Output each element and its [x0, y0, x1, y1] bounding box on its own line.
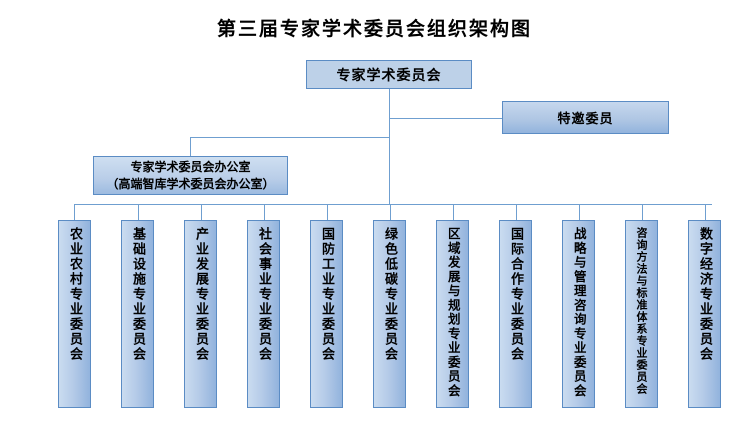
- connector-drop-11: [705, 204, 706, 220]
- connector-drop-8: [516, 204, 517, 220]
- connector-drop-1: [74, 204, 75, 220]
- node-invited-members[interactable]: 特邀委员: [502, 101, 669, 134]
- node-committee-label: 产业发展专业委员会: [193, 227, 208, 362]
- node-root-label: 专家学术委员会: [336, 67, 442, 84]
- node-committee-office[interactable]: 专家学术委员会办公室 （高端智库学术委员会办公室）: [93, 156, 288, 195]
- connector-committee-bus: [74, 204, 712, 205]
- node-committee-digital-economy[interactable]: 数字经济专业委员会: [688, 220, 721, 408]
- node-committee-label: 国防工业专业委员会: [319, 227, 334, 362]
- node-committee-green-low-carbon[interactable]: 绿色低碳专业委员会: [373, 220, 406, 408]
- node-committee-infrastructure[interactable]: 基础设施专业委员会: [121, 220, 154, 408]
- node-committee-label: 战略与管理咨询专业委员会: [571, 227, 587, 398]
- node-root-committee[interactable]: 专家学术委员会: [306, 60, 472, 89]
- node-committee-strategy-management-consulting[interactable]: 战略与管理咨询专业委员会: [562, 220, 595, 408]
- node-office-label-line1: 专家学术委员会办公室: [130, 160, 251, 175]
- node-committee-social-undertakings[interactable]: 社会事业专业委员会: [247, 220, 280, 408]
- connector-drop-7: [453, 204, 454, 220]
- connector-drop-5: [327, 204, 328, 220]
- connector-drop-4: [264, 204, 265, 220]
- connector-root-spine: [389, 89, 390, 204]
- node-committee-label: 数字经济专业委员会: [697, 227, 712, 362]
- node-committee-national-defense-industry[interactable]: 国防工业专业委员会: [310, 220, 343, 408]
- connector-to-invited: [389, 118, 502, 119]
- node-committee-label: 国际合作专业委员会: [508, 227, 523, 362]
- connector-drop-2: [138, 204, 139, 220]
- connector-drop-9: [579, 204, 580, 220]
- node-committee-industry-development[interactable]: 产业发展专业委员会: [184, 220, 217, 408]
- connector-drop-3: [201, 204, 202, 220]
- connector-drop-10: [642, 204, 643, 220]
- connector-office-drop: [190, 137, 191, 156]
- node-committee-label: 社会事业专业委员会: [256, 227, 271, 362]
- node-committee-label: 咨询方法与标准体系专业委员会: [635, 227, 648, 395]
- page-title: 第三届专家学术委员会组织架构图: [216, 18, 532, 40]
- connector-to-office: [190, 137, 390, 138]
- node-committee-regional-development-planning[interactable]: 区域发展与规划专业委员会: [436, 220, 469, 408]
- node-committee-label: 区域发展与规划专业委员会: [445, 227, 461, 398]
- node-committee-consulting-methods-standards[interactable]: 咨询方法与标准体系专业委员会: [625, 220, 658, 408]
- node-committee-agriculture[interactable]: 农业农村专业委员会: [58, 220, 91, 408]
- connector-drop-6: [390, 204, 391, 220]
- node-office-label-line2: （高端智库学术委员会办公室）: [106, 176, 275, 191]
- node-committee-label: 基础设施专业委员会: [130, 227, 145, 362]
- node-committee-label: 绿色低碳专业委员会: [382, 227, 397, 362]
- node-committee-international-cooperation[interactable]: 国际合作专业委员会: [499, 220, 532, 408]
- node-committee-label: 农业农村专业委员会: [67, 227, 82, 362]
- node-invited-label: 特邀委员: [557, 112, 614, 127]
